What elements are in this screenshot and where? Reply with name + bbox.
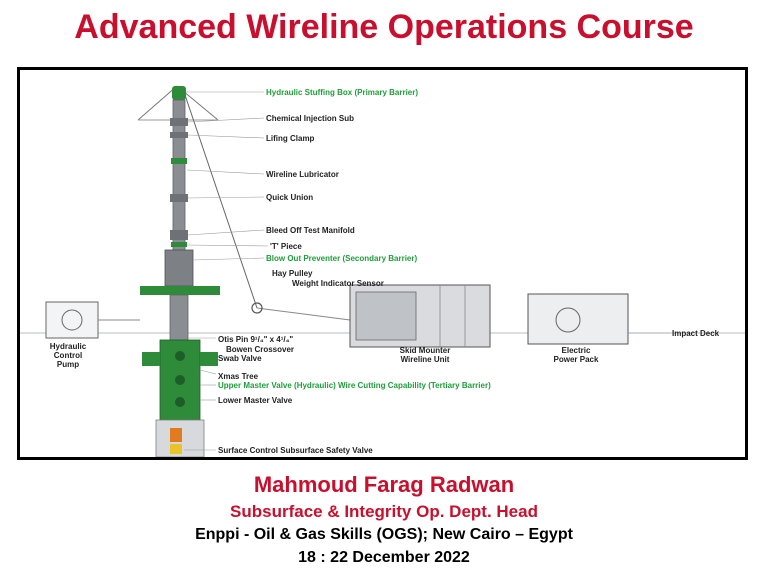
tripod-leg-left (137, 85, 178, 121)
callout-quick-union: Quick Union (266, 193, 313, 202)
organization: Enppi - Oil & Gas Skills (OGS); New Cair… (195, 526, 573, 543)
crossover-spool (169, 294, 189, 341)
page-title: Advanced Wireline Operations Course (74, 8, 694, 46)
wireline (183, 91, 258, 309)
pump-label-2: Control (54, 351, 82, 360)
callout-bowen-crossover: Bowen Crossover (226, 345, 294, 354)
lifting-clamp (170, 132, 188, 138)
power-pack-label-2: Power Pack (554, 355, 599, 364)
callout-lower-master-valve: Lower Master Valve (218, 396, 293, 405)
power-pack-motor-icon (555, 307, 581, 333)
callout-bleed-off-manifold: Bleed Off Test Manifold (266, 226, 355, 235)
upper-master-valve (175, 375, 185, 385)
hydraulic-control-pump (45, 301, 99, 339)
callout-otis-pin: Otis Pin 9¹/₄" x 4¹/₄" (218, 335, 293, 344)
callout-lifting-clamp: Lifing Clamp (266, 134, 315, 143)
xmas-tree-wing-left (142, 352, 160, 366)
quick-union (170, 194, 188, 202)
callout-weight-indicator: Weight Indicator Sensor (292, 279, 384, 288)
pump-label-3: Pump (57, 360, 79, 369)
chemical-injection-sub (170, 118, 188, 126)
callout-scssv: Surface Control Subsurface Safety Valve (218, 446, 373, 455)
bop-wing-platform (140, 286, 220, 295)
unit-label-2: Wireline Unit (401, 355, 450, 364)
unit-label-1: Skid Mounter (400, 346, 451, 355)
callout-upper-master-valve: Upper Master Valve (Hydraulic) Wire Cutt… (218, 381, 491, 390)
xmas-tree-wing-right (200, 352, 218, 366)
t-piece-band (171, 242, 187, 247)
wireline-to-unit (256, 307, 351, 321)
lower-master-valve (175, 397, 185, 407)
impact-deck-label: Impact Deck (672, 329, 720, 338)
power-pack-label-1: Electric (562, 346, 591, 355)
callout-wireline-lubricator: Wireline Lubricator (266, 170, 339, 179)
course-dates: 18 : 22 December 2022 (298, 549, 470, 566)
wireline-diagram-frame: Hydraulic Stuffing Box (Primary Barrier)… (17, 67, 748, 460)
callout-hay-pulley: Hay Pulley (272, 269, 313, 278)
lubricator-band (171, 158, 187, 164)
callout-xmas-tree: Xmas Tree (218, 372, 259, 381)
bleed-off-manifold (170, 230, 188, 240)
stuffing-box (172, 86, 186, 100)
callout-chemical-injection-sub: Chemical Injection Sub (266, 114, 354, 123)
presenter-name: Mahmoud Farag Radwan (253, 472, 515, 497)
unit-drum-housing (355, 291, 417, 341)
pump-label-1: Hydraulic (50, 342, 87, 351)
swab-valve (175, 351, 185, 361)
callout-swab-valve: Swab Valve (218, 354, 262, 363)
wireline-rig-diagram: Hydraulic Stuffing Box (Primary Barrier)… (20, 85, 745, 457)
presenter-position: Subsurface & Integrity Op. Dept. Head (230, 502, 538, 521)
pump-motor-icon (61, 309, 83, 331)
callout-leaders (184, 91, 670, 451)
blow-out-preventer (164, 249, 194, 287)
hay-pulley (251, 302, 263, 314)
scssv (170, 428, 182, 442)
callout-stuffing-box: Hydraulic Stuffing Box (Primary Barrier) (266, 88, 418, 97)
electric-power-pack (527, 293, 629, 345)
scssv-control (170, 444, 182, 454)
callout-t-piece: 'T' Piece (270, 242, 302, 251)
callout-bop: Blow Out Preventer (Secondary Barrier) (266, 254, 417, 263)
